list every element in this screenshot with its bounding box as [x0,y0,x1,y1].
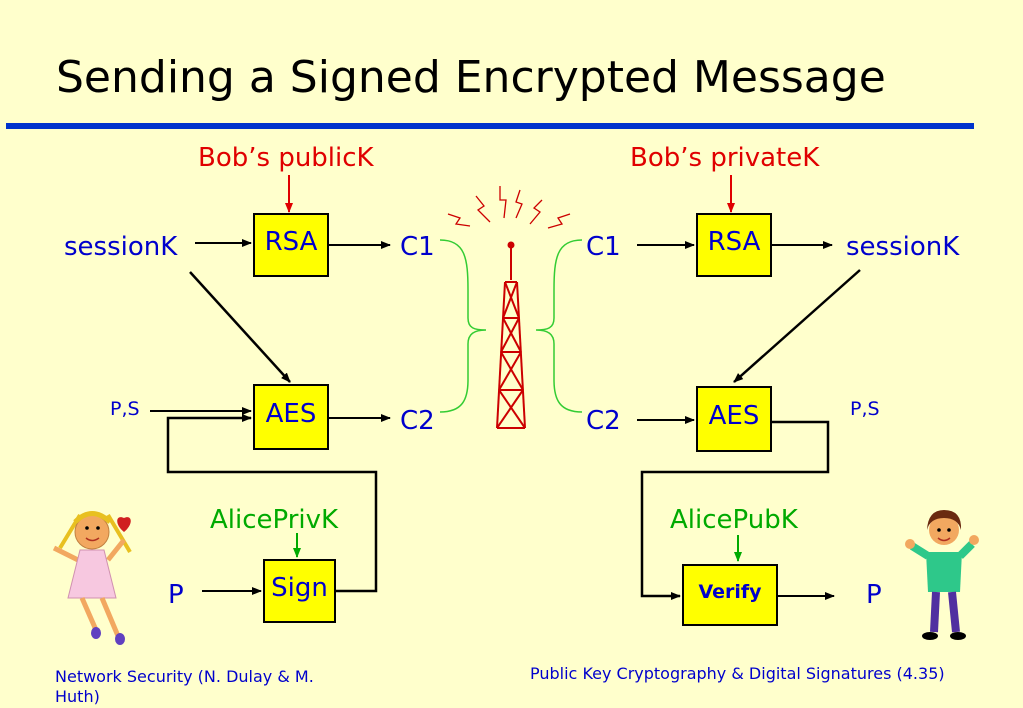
bracket-right [535,239,583,413]
sign-box: Sign [263,559,336,623]
aes-encrypt-box: AES [253,384,329,450]
footer-left: Network Security (N. Dulay & M. Huth) [55,667,314,706]
loop-sign-to-aes [166,414,378,593]
footer-right: Public Key Cryptography & Digital Signat… [530,664,945,683]
sign-label: Sign [271,573,328,603]
alice-figure-icon [52,511,132,645]
ps-output-label: P,S [850,398,880,420]
heart-icon [117,517,131,532]
bob-public-key-label: Bob’s publicK [198,143,374,173]
ps-input-label: P,S [110,398,140,420]
c2-received-label: C2 [586,406,621,436]
rsa-encrypt-box: RSA [253,213,329,277]
alice-private-key-label: AlicePrivK [210,505,339,535]
rsa-decrypt-label: RSA [707,227,761,257]
rsa-decrypt-box: RSA [696,213,772,277]
c2-sent-label: C2 [400,406,435,436]
radio-tower-icon [496,241,526,429]
arrow-sessionk-to-aes [189,271,291,383]
session-key-recovered-label: sessionK [846,232,960,262]
loop-aes-to-verify [640,420,830,600]
c1-sent-label: C1 [400,232,435,262]
signal-waves-icon [447,186,571,229]
bob-figure-icon [905,510,979,640]
session-key-label: sessionK [64,232,178,262]
plaintext-p-label: P [168,580,184,610]
verify-box: Verify [682,564,778,626]
bracket-left [439,239,487,413]
verify-label: Verify [698,581,762,603]
alice-public-key-label: AlicePubK [670,505,798,535]
title-divider [6,123,974,129]
aes-decrypt-box: AES [696,386,772,452]
page-title: Sending a Signed Encrypted Message [56,52,886,103]
plaintext-p-recovered-label: P [866,580,882,610]
bob-private-key-label: Bob’s privateK [630,143,820,173]
arrow-sessionk-to-aes-rx [733,269,861,383]
aes-decrypt-label: AES [708,401,760,431]
aes-encrypt-label: AES [265,399,317,429]
rsa-encrypt-label: RSA [264,227,318,257]
c1-received-label: C1 [586,232,621,262]
